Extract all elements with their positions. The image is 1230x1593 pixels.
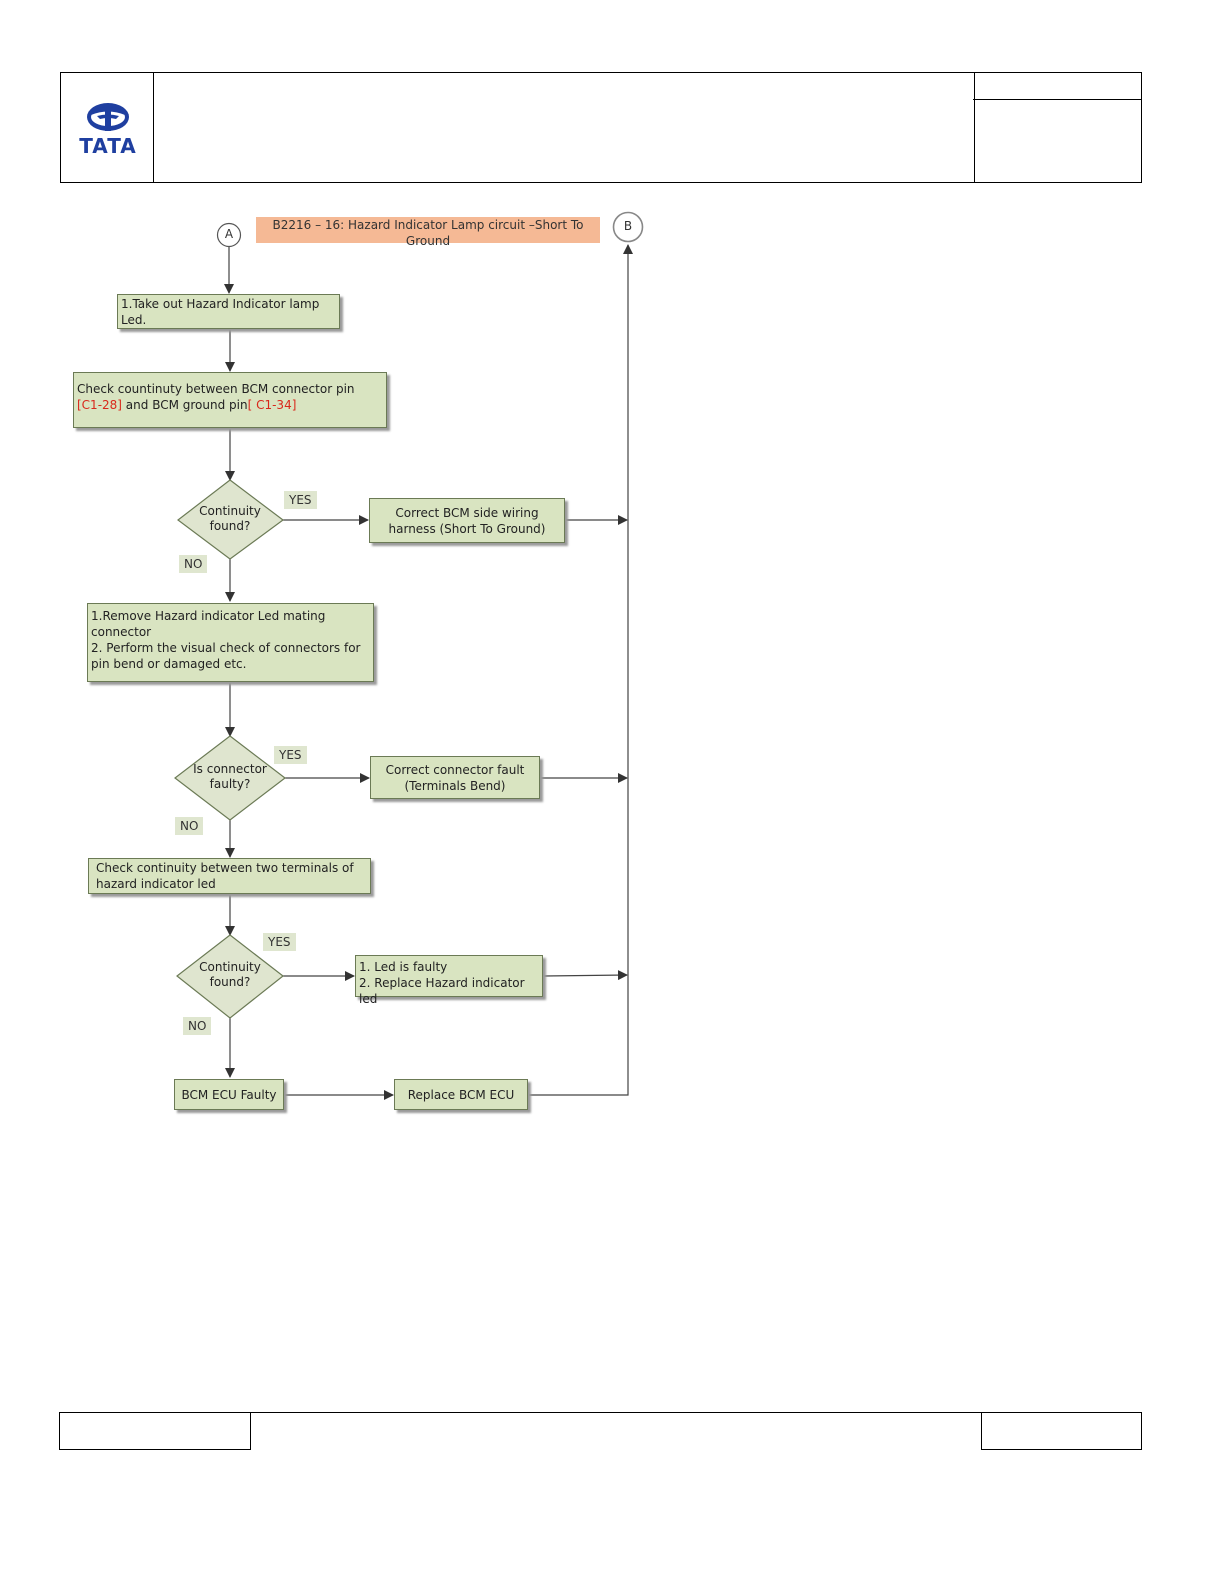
page-header: TATA bbox=[60, 72, 1142, 183]
tata-logo bbox=[87, 103, 129, 131]
footer-divider bbox=[251, 1412, 981, 1413]
footer-right-cell bbox=[981, 1412, 1142, 1450]
step-line-1: 1.Remove Hazard indicator Led mating con… bbox=[91, 609, 326, 639]
step-check-led-terminals: Check continuity between two terminals o… bbox=[88, 858, 371, 894]
header-title-cell bbox=[153, 73, 975, 182]
step-text-mid: and BCM ground pin bbox=[121, 398, 248, 412]
yes-label-2: YES bbox=[274, 746, 307, 764]
pin-c1-28: [C1-28] bbox=[77, 398, 122, 412]
no-label-1: NO bbox=[179, 555, 208, 573]
yes-label-1: YES bbox=[284, 491, 317, 509]
footer-left-cell bbox=[59, 1412, 251, 1450]
step-check-continuity-bcm: Check countinuty between BCM connector p… bbox=[73, 372, 387, 428]
flowchart-title: B2216 – 16: Hazard Indicator Lamp circui… bbox=[256, 217, 600, 248]
step-text: Check countinuty between BCM connector p… bbox=[77, 382, 355, 396]
logo-text: TATA bbox=[79, 134, 137, 158]
no-label-2: NO bbox=[175, 817, 204, 835]
decision-continuity-1: Continuity found? bbox=[199, 504, 261, 533]
step-remove-connector: 1.Remove Hazard indicator Led mating con… bbox=[87, 603, 374, 682]
no-label-3: NO bbox=[183, 1017, 212, 1035]
header-right-cell bbox=[973, 73, 1141, 100]
step-replace-bcm-ecu: Replace BCM ECU bbox=[394, 1079, 528, 1110]
step-bcm-ecu-faulty: BCM ECU Faulty bbox=[174, 1079, 284, 1110]
step-line-2: 2. Perform the visual check of connector… bbox=[91, 641, 361, 671]
yes-label-3: YES bbox=[263, 933, 296, 951]
pin-c1-34: [ C1-34] bbox=[247, 398, 297, 412]
logo-cell: TATA bbox=[61, 73, 154, 182]
decision-continuity-2: Continuity found? bbox=[199, 960, 261, 989]
action-replace-led: 1. Led is faulty 2. Replace Hazard indic… bbox=[355, 955, 543, 1006]
connector-a: A bbox=[224, 227, 234, 241]
action-correct-connector: Correct connector fault (Terminals Bend) bbox=[370, 756, 540, 799]
action-line-1: 1. Led is faulty bbox=[359, 960, 448, 974]
connector-b: B bbox=[623, 219, 633, 233]
step-take-out-led: 1.Take out Hazard Indicator lamp Led. bbox=[117, 294, 340, 329]
action-correct-wiring: Correct BCM side wiring harness (Short T… bbox=[369, 498, 565, 543]
action-line-2: 2. Replace Hazard indicator led bbox=[359, 976, 525, 1006]
decision-connector-faulty: Is connector faulty? bbox=[193, 762, 267, 791]
